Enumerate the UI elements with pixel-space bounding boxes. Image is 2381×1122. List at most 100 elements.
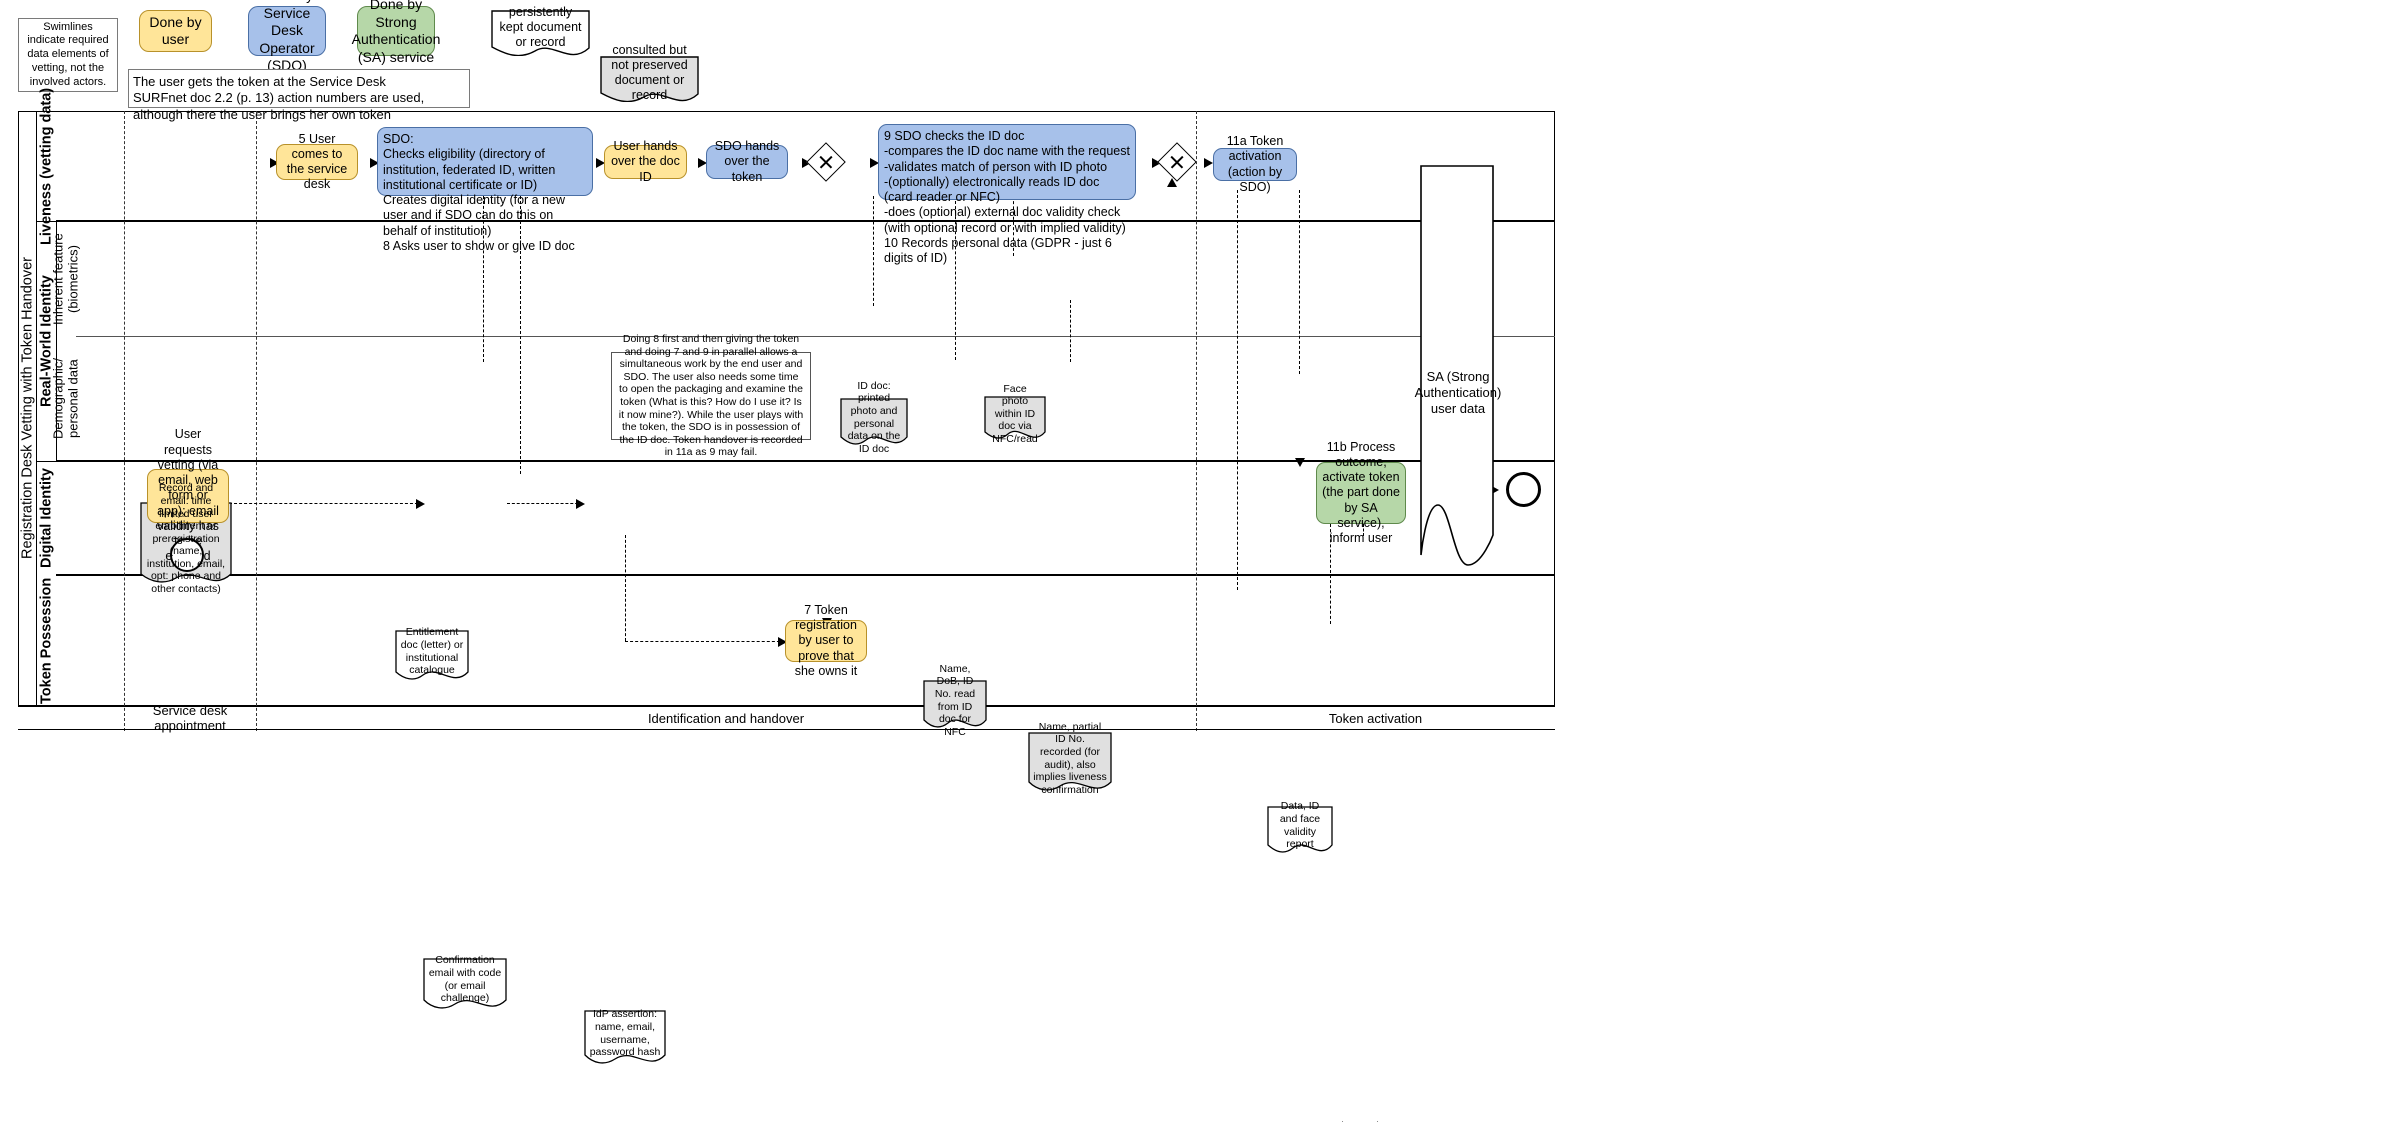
flow-idp-to-7-arrow [778,637,787,647]
flow-start-arrow [270,158,279,168]
phase-divider-1 [124,111,125,731]
doc-entitlement: Entitlement doc (letter) or institutiona… [395,626,469,682]
sublane-title-inherent-text: Inherent feature (biometrics) [50,233,81,326]
phase-label-bottom-line [18,729,1555,731]
sa-datastore-label: SA (Strong Authentication) user data [1412,368,1504,418]
legend-doc-consulted-label: consulted but not preserved document or … [611,43,688,102]
lane-divider-3 [56,574,1555,576]
phase-label-3: Token activation [1196,707,1555,729]
sa-datastore-shape [1420,165,1494,566]
task-9-label: 9 SDO checks the ID doc -compares the ID… [884,129,1130,265]
legend-chip-user: Done by user [139,10,212,52]
doc-name-dob-label: Name, DoB, ID No. read from ID doc for N… [934,662,976,738]
task-11a-label: 11a Token activation (action by SDO) [1226,134,1284,194]
legend-swimlane-note: Swimlines indicate required data element… [18,18,118,92]
flow-gw1-to-9-arrow [870,158,879,168]
flow-start-right [184,162,276,164]
legend-chip-sa: Done by Strong Authentication (SA) servi… [352,0,441,65]
task-7-token-registration[interactable]: 7 Token registration by user to prove th… [785,603,867,678]
assoc-9-to-facephoto [1013,196,1014,256]
flow-hand-to-token-arrow [698,158,707,168]
legend-chip-sa-label: Done by Strong Authentication (SA) servi… [351,0,441,65]
lane-divider-1 [56,220,1555,222]
phase-label-1: Service desk appointment [124,703,256,733]
pool-title-text: Registration Desk Vetting with Token Han… [19,257,36,560]
assoc-11b-to-email [1363,524,1364,536]
flow-7-to-gw2-v [1171,182,1173,642]
task-11a-token-activation[interactable]: 11a Token activation (action by SDO) [1213,134,1297,194]
top-note-text: The user gets the token at the Service D… [133,74,425,122]
task-7-label: 7 Token registration by user to prove th… [794,602,858,678]
phase-label-2-text: Identification and handover [647,710,805,726]
phase-label-3-text: Token activation [1328,710,1423,726]
task-sdo-checks-label: SDO: Checks eligibility (directory of in… [383,132,575,253]
doc-id-doc-printed: ID doc: printed photo and personal data … [840,379,908,455]
pool-title: Registration Desk Vetting with Token Han… [18,111,36,706]
task-sdo-hands-token[interactable]: SDO hands over the token [706,139,788,184]
assoc-sdo-to-confirm [520,196,521,474]
flow-request-to-confirm [229,503,423,504]
phase-label-1-text: Service desk appointment [152,703,228,733]
assoc-9-to-iddoc [873,196,874,306]
doc-idp-assertion: IdP assertion: name, email, username, pa… [584,1008,666,1066]
lane-title-liveness: Liveness (vetting data) [36,88,56,245]
task-11b-label: 11b Process outcome, activate token (the… [1322,439,1400,546]
flow-confirm-to-idp [507,503,583,504]
task-5-label: 5 User comes to the service desk [286,131,348,192]
doc-name-dob: Name, DoB, ID No. read from ID doc for N… [923,662,987,738]
phase-label-2: Identification and handover [256,707,1196,729]
sublane-title-demographic-text: Demographic/ personal data [50,358,81,440]
doc-name-partial: Name, partial ID No. recorded (for audit… [1028,720,1112,796]
task-sdo-checks-eligibility[interactable]: SDO: Checks eligibility (directory of in… [377,127,593,253]
end-event[interactable] [1506,472,1541,507]
legend-chip-sdo-label: Done by Service Desk Operator (SDO) [259,0,315,74]
flow-sdo-to-hand-arrow [596,158,605,168]
legend-doc-persistent: persistently kept document or record [491,5,590,56]
task-9-sdo-checks-id-doc[interactable]: 9 SDO checks the ID doc -compares the ID… [878,124,1136,265]
assoc-sdo-to-entitlement [483,196,484,362]
doc-face-photo: Face photo within ID doc via NFC/read [984,382,1046,445]
task-5-user-comes[interactable]: 5 User comes to the service desk [276,132,358,191]
doc-id-doc-printed-label: ID doc: printed photo and personal data … [847,379,901,455]
lane-divider-2 [56,460,1555,462]
flow-7-to-gw2-h [866,641,1172,643]
phase-divider-2 [256,111,257,731]
flow-11a-to-11b [1299,414,1301,462]
doc-face-photo-label: Face photo within ID doc via NFC/read [992,382,1038,445]
lane-title-token: Token Possession [36,575,56,706]
sublane-divider-1 [76,336,1555,338]
legend-chip-user-label: Done by user [149,13,202,48]
assoc-11a-to-report [1299,190,1300,374]
assoc-9-to-namedob [955,196,956,360]
lane-title-digital-text: Digital Identity [38,468,55,569]
task-user-hands-doc-id[interactable]: User hands over the doc ID [604,139,687,184]
doc-confirmation-email: Confirmation email with code (or email c… [423,954,507,1010]
start-event[interactable] [170,538,204,572]
flow-gw1-down [826,182,828,625]
legend-chip-sdo: Done by Service Desk Operator (SDO) [248,0,326,73]
task-sdo-hands-token-label: SDO hands over the token [714,139,780,184]
doc-name-partial-label: Name, partial ID No. recorded (for audit… [1033,720,1107,796]
doc-data-id-face-report-label: Data, ID and face validity report [1279,800,1321,851]
doc-confirmation-email-label: Confirmation email with code (or email c… [428,954,502,1005]
top-note-box: The user gets the token at the Service D… [128,69,470,122]
task-11b-process-outcome[interactable]: 11b Process outcome, activate token (the… [1316,440,1406,545]
flow-confirm-to-idp-arrow [576,499,585,509]
flow-idp-down [625,535,626,641]
sa-datastore-label-text: SA (Strong Authentication) user data [1414,368,1502,417]
legend-swimlane-note-text: Swimlines indicate required data element… [27,20,109,88]
flow-11b-to-end-arrow [1490,485,1499,495]
doc-record-email-label: Record and email: time limited user enro… [146,482,226,596]
assoc-11b-to-activation-rec [1330,524,1331,624]
phase-divider-3 [1196,111,1197,731]
phase-label-top-line [18,706,1555,708]
sublane-title-demographic: Demographic/ personal data [51,337,81,461]
flow-gw2-to-11a-arrow [1204,158,1213,168]
doc-entitlement-label: Entitlement doc (letter) or institutiona… [400,626,464,677]
doc-record-email: Record and email: time limited user enro… [140,482,232,596]
flow-7-to-gw2-arrow [1167,178,1177,187]
lane-title-digital: Digital Identity [36,461,56,575]
flow-request-to-confirm-arrow [416,499,425,509]
flow-idp-to-7 [625,641,785,642]
